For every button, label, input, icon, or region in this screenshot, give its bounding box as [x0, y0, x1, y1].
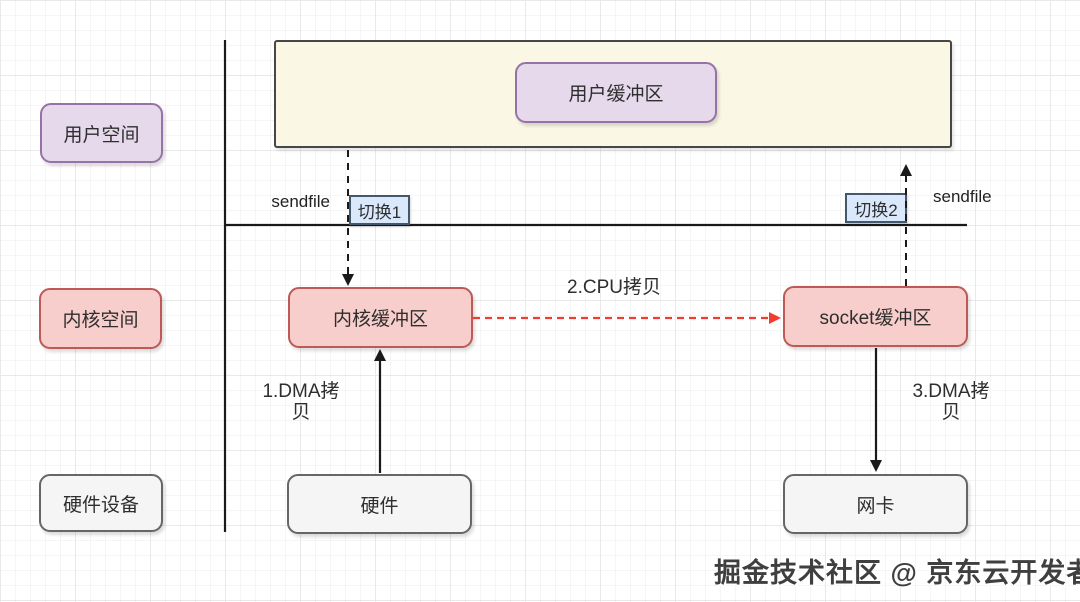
node-nic: 网卡 [783, 474, 968, 534]
switch1-label: 切换1 [357, 202, 402, 222]
switch2-label: 切换2 [854, 200, 898, 220]
lane-user-space: 用户空间 [40, 103, 163, 163]
cpu-copy2-label: 2.CPU拷贝 [567, 277, 661, 298]
node-hardware: 硬件 [287, 474, 472, 534]
node-socket-buffer-label: socket缓冲区 [819, 308, 932, 329]
node-kernel-buffer: 内核缓冲区 [288, 287, 473, 348]
watermark-text: 掘金技术社区 @ 京东云开发者 [714, 558, 1080, 588]
node-hardware-label: 硬件 [360, 495, 399, 517]
node-socket-buffer: socket缓冲区 [783, 286, 968, 347]
sendfile-call-label: sendfile [271, 192, 330, 211]
node-kernel-buffer-label: 内核缓冲区 [332, 309, 428, 330]
node-nic-label: 网卡 [856, 495, 895, 517]
dma-copy3-label: 3.DMA拷贝 [912, 381, 990, 423]
lane-hardware-device: 硬件设备 [39, 474, 163, 532]
dma-copy1-label: 1.DMA拷贝 [262, 381, 340, 423]
switch1-box: 切换1 [349, 195, 410, 225]
node-user-buffer-label: 用户缓冲区 [568, 84, 664, 105]
lane-user-space-label: 用户空间 [63, 124, 140, 146]
sendfile-return-label: sendfile [933, 187, 992, 206]
lane-kernel-space: 内核空间 [39, 288, 162, 349]
lane-hardware-device-label: 硬件设备 [62, 494, 139, 516]
switch2-box: 切换2 [845, 193, 907, 223]
lane-kernel-space-label: 内核空间 [62, 310, 139, 331]
node-user-buffer: 用户缓冲区 [515, 62, 717, 123]
